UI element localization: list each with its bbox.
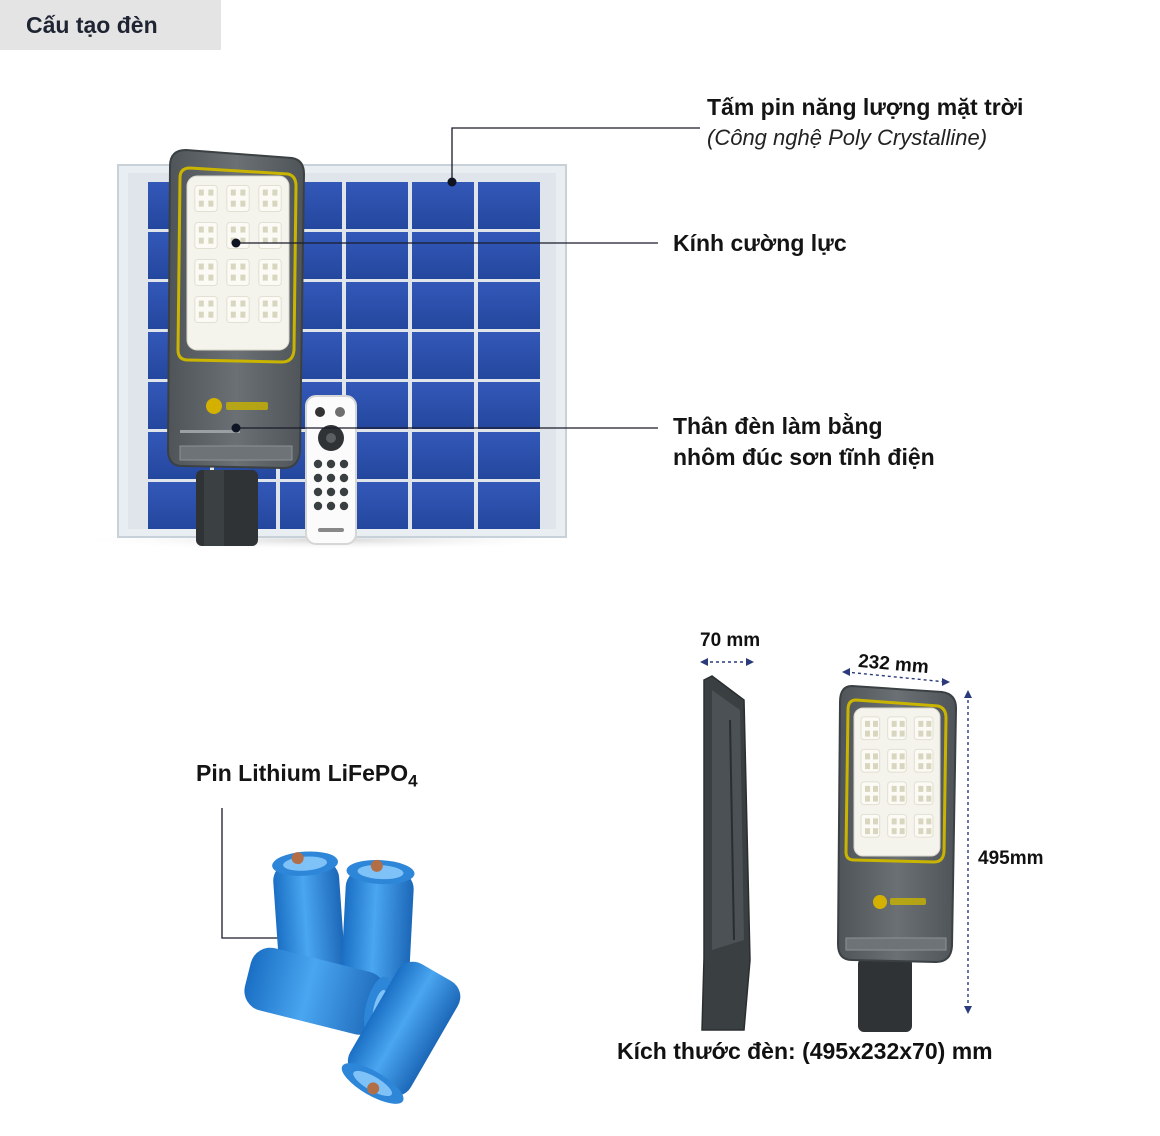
body-callout: Thân đèn làm bằng nhôm đúc sơn tĩnh điện	[673, 411, 935, 473]
callout-lines	[236, 127, 700, 429]
depth-dimension-label: 70 mm	[700, 630, 761, 651]
section-title: Cấu tạo đèn	[0, 0, 221, 50]
lithium-battery-icon	[221, 808, 461, 1104]
lamp-front-view-icon	[836, 684, 958, 1032]
battery-label-subscript: 4	[408, 771, 418, 791]
remote-control-icon	[305, 395, 357, 545]
battery-callout: Pin Lithium LiFePO4	[196, 758, 418, 794]
street-lamp-icon	[166, 148, 306, 546]
height-dimension-label: 495mm	[978, 848, 1044, 869]
body-label-line1: Thân đèn làm bằng	[673, 413, 883, 439]
solar-panel-sublabel: (Công nghệ Poly Crystalline)	[707, 125, 988, 151]
battery-label: Pin Lithium LiFePO	[196, 760, 409, 786]
dimension-caption: Kích thước đèn: (495x232x70) mm	[617, 1038, 993, 1064]
body-label-line2: nhôm đúc sơn tĩnh điện	[673, 444, 935, 471]
solar-panel-callout: Tấm pin năng lượng mặt trời (Công nghệ P…	[707, 92, 1023, 153]
glass-label: Kính cường lực	[673, 230, 847, 256]
glass-callout: Kính cường lực	[673, 228, 847, 259]
lamp-side-view-icon	[701, 675, 751, 1031]
section-title-text: Cấu tạo đèn	[26, 11, 158, 38]
dimension-arrow-icon	[704, 661, 969, 1010]
solar-panel-label: Tấm pin năng lượng mặt trời	[707, 94, 1024, 120]
